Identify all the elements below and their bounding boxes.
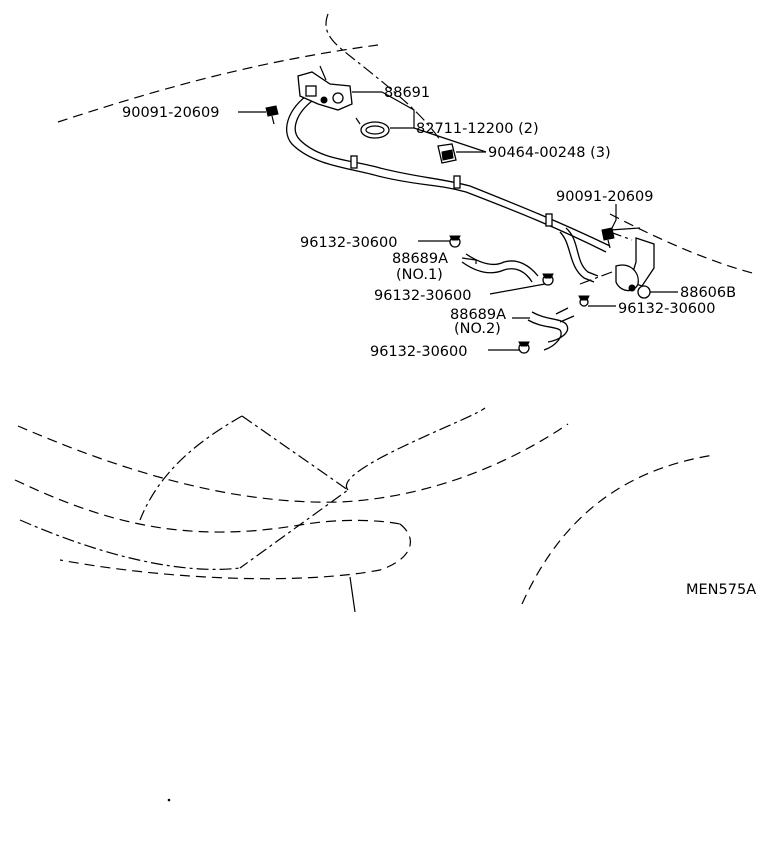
hood-outline: [57, 13, 757, 275]
clip-90464: [437, 143, 457, 164]
label-no1: (NO.1): [396, 267, 443, 283]
label-no2: (NO.2): [454, 321, 501, 337]
label-90091-left: 90091-20609: [122, 105, 220, 121]
label-90091-right: 90091-20609: [556, 189, 654, 205]
leader-lines: [238, 91, 678, 351]
label-96132-c: 96132-30600: [618, 301, 716, 317]
washer-nozzle-88691: [297, 65, 353, 111]
fender-outline: [14, 407, 715, 613]
label-88689a-2: 88689A: [450, 307, 506, 323]
clamp-96132-c: [578, 295, 590, 307]
clamp-96132-b: [542, 273, 554, 286]
stray-dot: [167, 798, 171, 802]
clamp-96132-a: [449, 235, 461, 248]
label-88689a-1: 88689A: [392, 251, 448, 267]
label-88691: 88691: [384, 85, 430, 101]
label-82711: 82711-12200 (2): [416, 121, 539, 137]
screw-90091-left: [265, 105, 279, 125]
label-96132-b: 96132-30600: [374, 288, 472, 304]
label-90464: 90464-00248 (3): [488, 145, 611, 161]
washer-hose: [286, 91, 611, 283]
hose-clip-1: [350, 155, 358, 169]
hose-88689a-no1: [461, 253, 539, 283]
washer-nozzle-88606b: [579, 231, 655, 299]
label-96132-a: 96132-30600: [300, 235, 398, 251]
hose-clip-2: [453, 175, 461, 189]
hose-clamp-82711: [355, 117, 390, 139]
label-96132-d: 96132-30600: [370, 344, 468, 360]
hose-clip-3: [545, 213, 553, 227]
hose-88689a-no2: [527, 307, 575, 351]
label-88606b: 88606B: [680, 285, 736, 301]
clamp-96132-d: [518, 341, 530, 354]
figure-code: MEN575A: [686, 582, 756, 598]
